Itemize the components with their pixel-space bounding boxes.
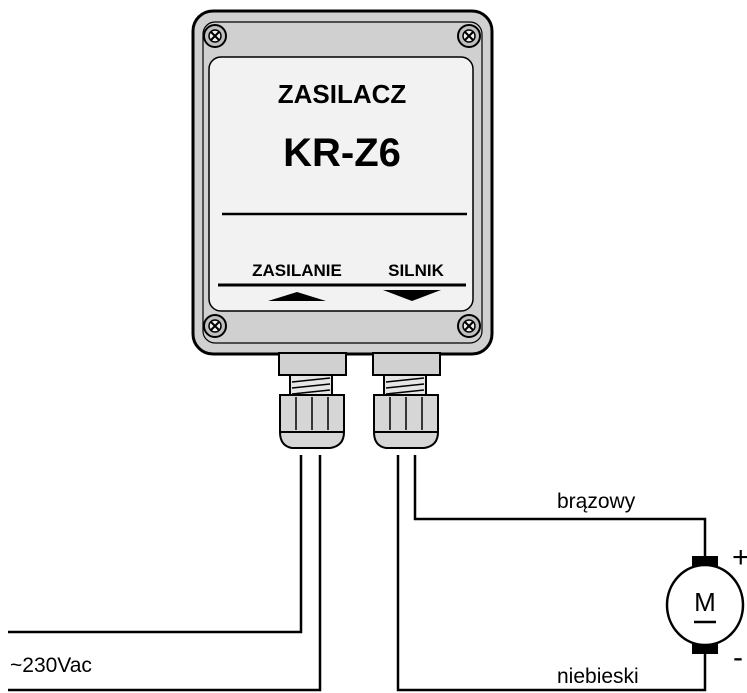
motor-wire-negative [396, 455, 707, 692]
motor-label: M [694, 587, 716, 617]
motor-plus-sign: + [732, 541, 747, 574]
cable-gland-motor [372, 352, 441, 449]
port-label-motor: SILNIK [388, 261, 444, 280]
front-label-panel [208, 56, 474, 312]
screw-icon-top-left [203, 24, 227, 48]
motor-wires [396, 455, 707, 692]
screw-icon-top-right [457, 24, 481, 48]
wire-negative-label: niebieski [557, 665, 639, 688]
supply-voltage-label: ~230Vac [10, 654, 92, 677]
wire-positive-label: brązowy [557, 490, 636, 513]
motor-icon: M [665, 556, 745, 654]
cable-gland-power [278, 352, 347, 449]
supply-wire-1 [8, 455, 303, 634]
power-supply-enclosure: ZASILACZ KR-Z6 ZASILANIE SILNIK [191, 9, 494, 356]
device-title: ZASILACZ [278, 79, 407, 109]
arrow-up-icon [268, 292, 326, 301]
supply-wires [8, 455, 322, 692]
motor-wire-positive [413, 455, 707, 560]
motor-minus-sign: - [733, 641, 743, 674]
supply-wire-2 [8, 455, 322, 692]
screw-icon-bottom-right [457, 314, 481, 338]
screw-icon-bottom-left [203, 314, 227, 338]
port-label-power: ZASILANIE [252, 261, 342, 280]
arrow-down-icon [383, 290, 441, 301]
device-model: KR-Z6 [283, 131, 401, 175]
enclosure-inner-rim [202, 21, 483, 344]
